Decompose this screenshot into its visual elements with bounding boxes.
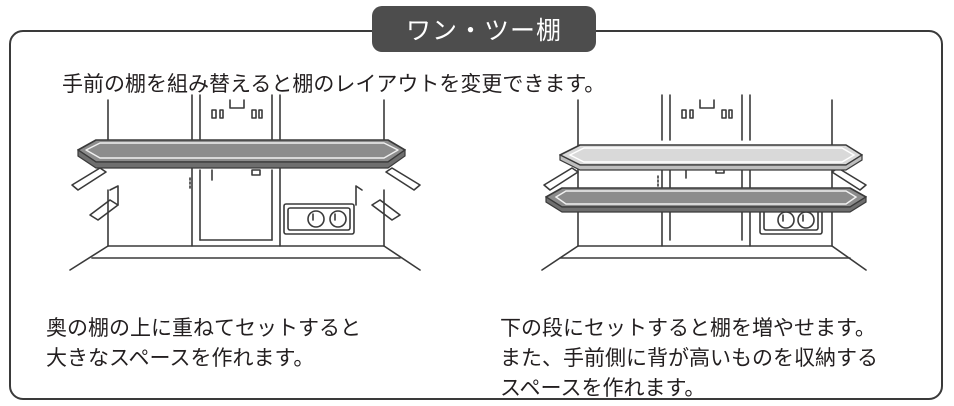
left-caption-line-2: 大きなスペースを作れます。	[46, 346, 315, 370]
right-caption-line-2: また、手前側に背が高いものを収納する	[500, 346, 878, 370]
right-caption-line-3: スペースを作れます。	[500, 376, 706, 400]
right-caption-line-1: 下の段にセットすると棚を増やせます。	[500, 316, 876, 340]
left-caption-line-1: 奥の棚の上に重ねてセットすると	[46, 316, 361, 340]
title-tab: ワン・ツー棚	[372, 6, 596, 52]
right-caption: 下の段にセットすると棚を増やせます。 また、手前側に背が高いものを収納する スペ…	[500, 313, 878, 403]
title-text: ワン・ツー棚	[405, 16, 562, 45]
left-caption: 奥の棚の上に重ねてセットすると 大きなスペースを作れます。	[46, 313, 361, 373]
intro-text: 手前の棚を組み替えると棚のレイアウトを変更できます。	[62, 72, 606, 96]
